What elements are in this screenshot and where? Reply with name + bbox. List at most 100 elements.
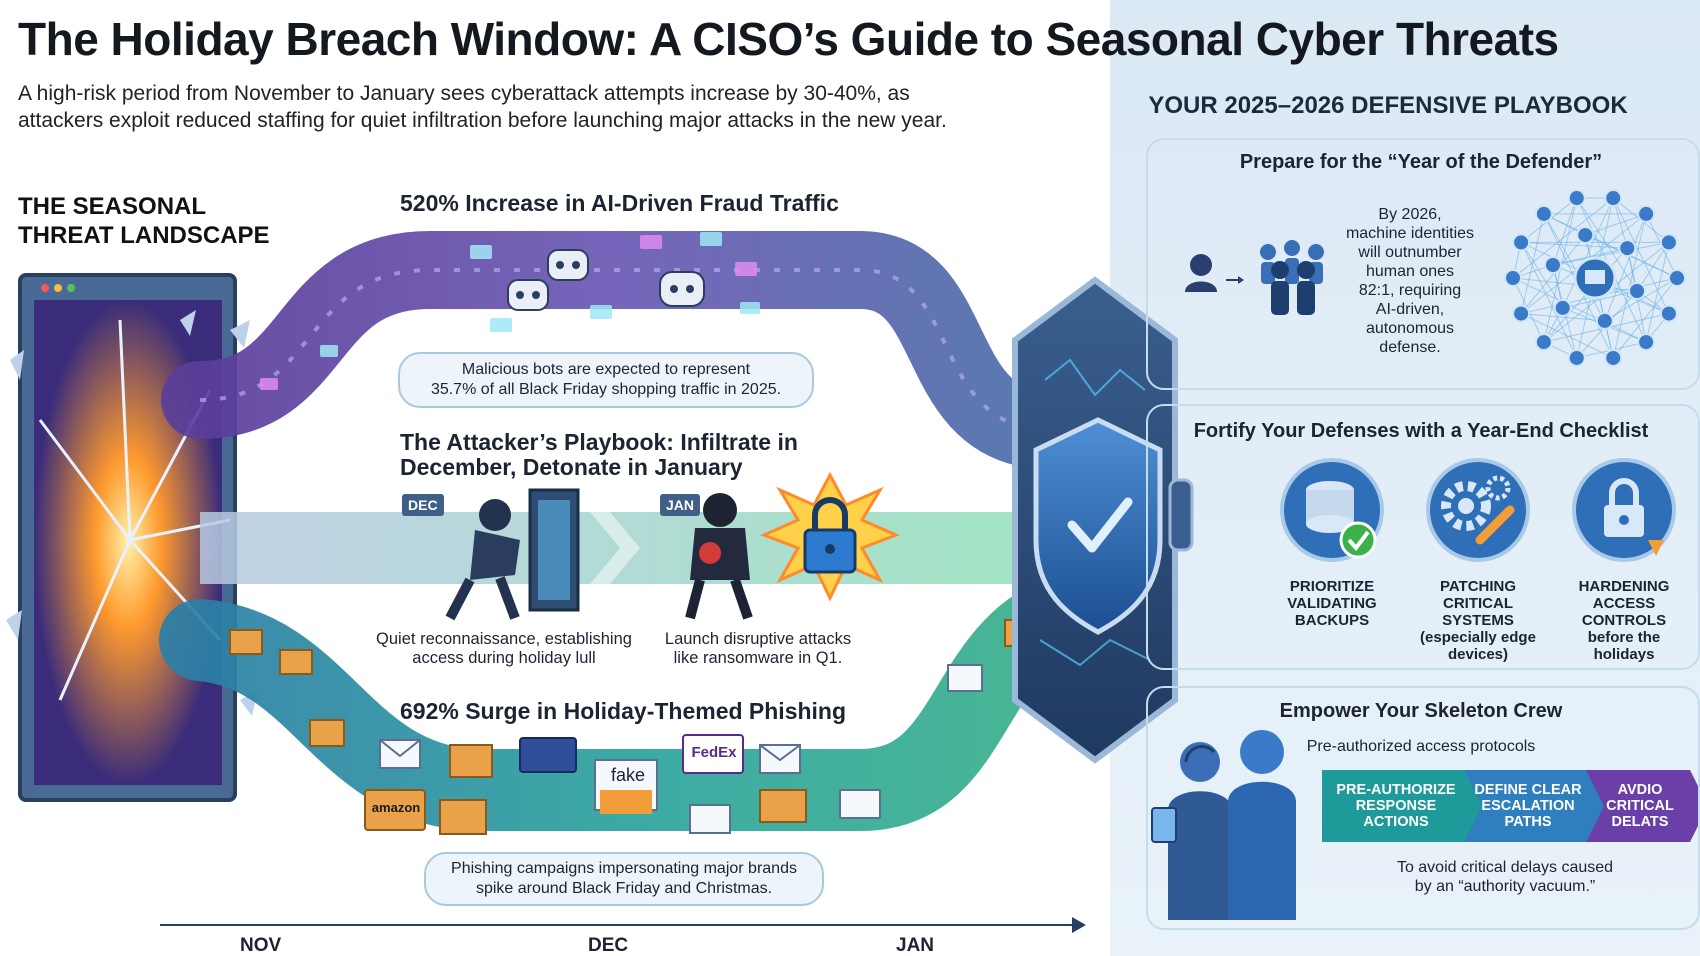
text-line: PATHS: [1504, 814, 1552, 830]
human-identities-icon: [1185, 240, 1324, 315]
callout-line: 35.7% of all Black Friday shopping traff…: [430, 381, 782, 398]
text-line: AI-driven,: [1375, 301, 1445, 318]
axis-label-jan: JAN: [896, 935, 935, 956]
callout-line: Phishing campaigns impersonating major b…: [451, 860, 797, 877]
text-line: AVDIO: [1617, 782, 1663, 798]
chevron-step: [1464, 770, 1608, 842]
text-line: holidays: [1593, 646, 1655, 663]
attacker-headline-line: December, Detonate in January: [400, 454, 743, 480]
amazon-label: amazon: [371, 800, 421, 815]
data-packet-icons: [260, 232, 760, 390]
patching-gears-icon: [1426, 458, 1530, 562]
checklist-panel: [1146, 404, 1700, 670]
landscape-title-line: THREAT LANDSCAPE: [18, 222, 270, 249]
caption-line: Launch disruptive attacks: [664, 630, 852, 648]
skeleton-crew-operators-icon: [1151, 730, 1296, 920]
timeline-arrow-band: [200, 512, 1060, 584]
page-subtitle: A high-risk period from November to Janu…: [18, 80, 1098, 134]
text-line: CRITICAL: [1606, 798, 1674, 814]
text-line: PRE-AUTHORIZE: [1336, 782, 1456, 798]
subtitle-line: A high-risk period from November to Janu…: [18, 82, 910, 105]
text-line: HARDENING: [1578, 578, 1670, 595]
text-line: (especially edge: [1420, 629, 1536, 646]
phishing-headline: 692% Surge in Holiday-Themed Phishing: [400, 698, 847, 724]
landscape-title: THE SEASONAL THREAT LANDSCAPE: [18, 192, 298, 250]
dec-caption: Quiet reconnaissance, establishing acces…: [364, 630, 644, 668]
page-title: The Holiday Breach Window: A CISO’s Guid…: [18, 13, 1559, 65]
fraud-headline: 520% Increase in AI-Driven Fraud Traffic: [400, 190, 839, 216]
text-line: before the: [1587, 629, 1661, 646]
caption-line: access during holiday lull: [412, 649, 596, 667]
crew-panel: [1146, 686, 1700, 930]
phishing-tube: [159, 569, 1121, 831]
text-line: CRITICAL: [1443, 595, 1513, 612]
text-line: RESPONSE: [1355, 798, 1437, 814]
fraud-callout: Malicious bots are expected to represent…: [398, 352, 814, 408]
bot-icon: [507, 249, 705, 311]
fedex-label: FedEx: [691, 744, 737, 761]
text-line: SYSTEMS: [1442, 612, 1514, 629]
text-line: DEFINE CLEAR: [1474, 782, 1582, 798]
chevron-step: [1586, 770, 1700, 842]
access-lock-icon: [1572, 458, 1676, 562]
attacker-headline: The Attacker’s Playbook: Infiltrate in D…: [400, 430, 798, 480]
crew-subtitle: Pre-authorized access protocols: [1306, 738, 1536, 755]
text-line: PRIORITIZE: [1289, 578, 1375, 595]
attacker-headline-line: The Attacker’s Playbook: Infiltrate in: [400, 429, 798, 455]
landscape-title-line: THE SEASONAL: [18, 193, 207, 220]
subtitle-line: attackers exploit reduced staffing for q…: [18, 109, 947, 132]
crew-title: Empower Your Skeleton Crew: [1279, 700, 1563, 722]
text-line: ACTIONS: [1363, 814, 1429, 830]
text-line: defense.: [1379, 339, 1441, 356]
hooded-intruder-icon: [445, 488, 580, 621]
caption-line: by an “authority vacuum.”: [1414, 878, 1596, 895]
caption-line: To avoid critical delays caused: [1396, 859, 1614, 876]
text-line: autonomous: [1365, 320, 1455, 337]
chevron-step: [1322, 770, 1486, 842]
jan-tag: JAN: [660, 494, 701, 516]
text-line: devices): [1447, 646, 1509, 663]
attacker-icon: [685, 493, 753, 620]
defender-panel: [1146, 138, 1700, 390]
text-line: human ones: [1365, 263, 1455, 280]
playbook-title: YOUR 2025–2026 DEFENSIVE PLAYBOOK: [1148, 92, 1628, 119]
text-line: VALIDATING: [1287, 595, 1377, 612]
checklist-title: Fortify Your Defenses with a Year-End Ch…: [1193, 420, 1649, 442]
text-line: By 2026,: [1378, 206, 1442, 223]
defender-title: Prepare for the “Year of the Defender”: [1239, 151, 1603, 173]
text-line: DELATS: [1611, 814, 1669, 830]
caption-line: like ransomware in Q1.: [673, 649, 843, 667]
backup-database-icon: [1280, 458, 1384, 562]
callout-line: Malicious bots are expected to represent: [461, 361, 751, 378]
text-line: PATCHING: [1439, 578, 1517, 595]
crew-caption: To avoid critical delays caused by an “a…: [1320, 858, 1690, 896]
text-line: 82:1, requiring: [1358, 282, 1462, 299]
text-line: ACCESS: [1592, 595, 1656, 612]
fake-envelope-label: fake: [610, 765, 646, 785]
text-line: CONTROLS: [1581, 612, 1667, 629]
exploding-lock-icon: [760, 471, 900, 602]
defense-shield-icon: [1012, 276, 1194, 764]
text-line: ESCALATION: [1481, 798, 1575, 814]
text-line: will outnumber: [1358, 244, 1462, 261]
defender-text: By 2026, machine identities will outnumber…: [1330, 205, 1490, 357]
caption-line: Quiet reconnaissance, establishing: [376, 630, 632, 648]
escalation-chevrons: [1322, 770, 1700, 842]
dec-tag: DEC: [402, 494, 444, 516]
axis-label-nov: NOV: [240, 935, 282, 956]
axis-label-dec: DEC: [588, 935, 629, 956]
fraud-traffic-tube: [161, 231, 1079, 469]
text-line: machine identities: [1345, 225, 1475, 242]
text-line: BACKUPS: [1294, 612, 1370, 629]
phishing-callout: Phishing campaigns impersonating major b…: [424, 852, 824, 906]
jan-caption: Launch disruptive attacks like ransomwar…: [648, 630, 868, 668]
machine-identity-network-icon: [1504, 189, 1686, 367]
